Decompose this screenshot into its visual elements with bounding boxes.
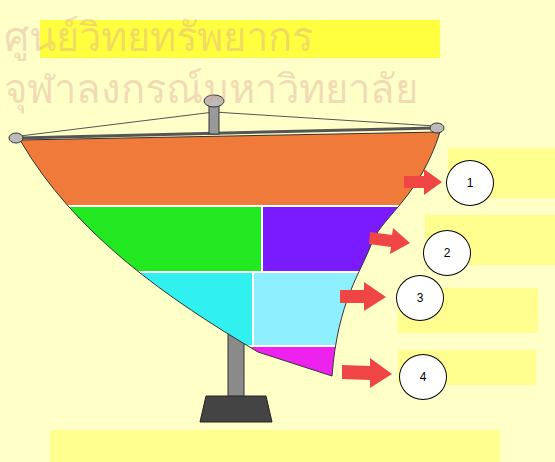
- callout-number: 3: [417, 291, 424, 305]
- rod-knob: [430, 123, 444, 133]
- band-green: [0, 206, 262, 272]
- callout-circle: 3: [396, 275, 444, 321]
- pointer-arrow: [369, 228, 410, 254]
- stand-base: [200, 396, 272, 422]
- banner-outline: [20, 132, 440, 376]
- pointer-arrow: [340, 282, 386, 311]
- callout-number: 4: [420, 370, 427, 384]
- watermark: จุฬาลงกรณ์มหาวิทยาลัย: [4, 66, 418, 112]
- answer-box: [50, 430, 500, 462]
- band-divider: [0, 271, 460, 273]
- rod-knob: [9, 133, 23, 143]
- callout-number: 2: [444, 246, 451, 260]
- callout-number: 1: [467, 176, 474, 190]
- band-light-cyan: [253, 272, 463, 346]
- banner-string: [20, 112, 214, 136]
- band-divider: [252, 272, 254, 346]
- callout-circle: 2: [423, 230, 471, 276]
- band-magenta: [0, 346, 460, 386]
- banner-string: [214, 112, 435, 126]
- callout-circle: 1: [446, 160, 494, 206]
- banner-rod: [20, 128, 435, 138]
- pointer-arrow: [404, 169, 442, 195]
- band-divider: [0, 345, 460, 347]
- callout-circle: 4: [399, 354, 447, 400]
- pointer-arrow: [342, 358, 392, 388]
- band-cyan: [0, 272, 253, 346]
- watermark: ศูนย์วิทยทรัพยากร: [4, 14, 313, 60]
- band-divider: [261, 206, 263, 272]
